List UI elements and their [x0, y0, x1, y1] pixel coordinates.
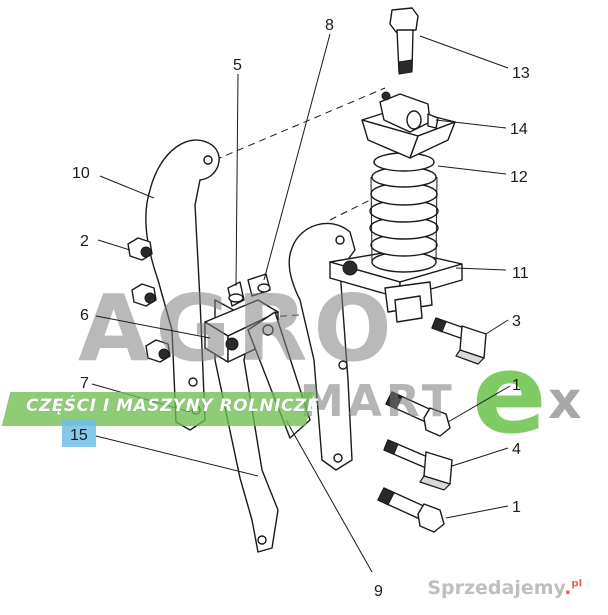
callout-10: 10: [72, 165, 90, 182]
callout-13: 11: [512, 265, 529, 282]
right-bracket-plate: [288, 222, 356, 471]
callout-7: 7: [80, 375, 89, 392]
callout-9: 9: [374, 583, 383, 600]
watermark-banner-text: CZĘŚCI I MASZYNY ROLNICZE: [26, 396, 319, 416]
guide-line: [214, 87, 386, 161]
callout-12: 12: [510, 169, 528, 186]
watermark-brand-sub: MART: [300, 376, 456, 427]
watermark-brand-e: e: [472, 330, 547, 458]
callout-labels: 8 5 13 14 12 11 3 1 4 1 10 2 6 7 9: [72, 17, 530, 600]
part-14-spring-cap: [361, 91, 456, 159]
callout-3: 3: [512, 313, 521, 330]
callout-1-lower: 1: [512, 499, 521, 516]
watermark-brand-main: AGRO: [78, 275, 398, 382]
callout-1-upper: 1: [512, 377, 521, 394]
part-1-hex-bolt-upper: [385, 391, 451, 437]
watermark-brand-x: x: [548, 371, 582, 431]
callout-2: 2: [80, 233, 89, 250]
guide-line: [329, 194, 381, 221]
callout-15-highlight: [62, 419, 96, 447]
callout-8: 8: [325, 17, 334, 34]
part-11-top-bolt: [389, 7, 419, 75]
part-1-hex-bolt-lower: [377, 487, 445, 533]
callout-14: 14: [510, 121, 528, 138]
leader-lines: [91, 33, 511, 573]
part-3-square-bolt: [431, 317, 487, 365]
callout-6: 6: [80, 307, 89, 324]
callout-4: 4: [512, 441, 521, 458]
site-suffix: pl: [571, 578, 582, 590]
callout-11: 13: [512, 65, 530, 82]
callout-5: 5: [233, 57, 242, 74]
part-12-coil-spring: [369, 152, 439, 273]
part-4-square-bolt: [383, 439, 453, 491]
site-watermark: Sprzedajemy.pl: [427, 577, 582, 599]
part-2-nuts: [127, 237, 171, 363]
site-name: Sprzedajemy: [427, 577, 565, 599]
